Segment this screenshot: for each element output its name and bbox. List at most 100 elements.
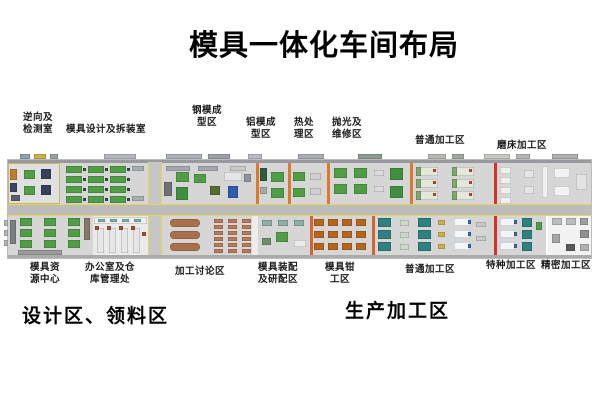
partition-wall (252, 216, 258, 255)
machine-block (228, 243, 237, 247)
machine-block (438, 232, 445, 237)
machine-block (127, 188, 130, 191)
machine-block (500, 177, 511, 184)
machine-block (170, 243, 200, 251)
label-reverse-inspection-room: 逆向及 检测室 (22, 112, 53, 135)
machine-block (452, 191, 474, 200)
machine-block (4, 240, 8, 246)
machine-block (271, 172, 284, 182)
page-title: 模具一体化车间布局 (188, 30, 459, 62)
machine-block (536, 222, 542, 230)
floor-plan (4, 154, 592, 259)
machine-block (400, 220, 409, 226)
machine-block (105, 198, 108, 201)
machine-block (132, 166, 144, 171)
machine-block (4, 230, 8, 236)
machine-block (500, 230, 515, 238)
machine-block (24, 186, 35, 195)
machine-block (242, 231, 251, 235)
partition-wall (310, 216, 313, 255)
machine-block (214, 225, 223, 229)
machine-block (98, 219, 105, 222)
machine-block (110, 166, 126, 173)
partition-wall (256, 163, 259, 204)
section-label-production-area: 生产加工区 (345, 301, 451, 322)
machine-block (110, 219, 117, 222)
machine-block (10, 183, 17, 192)
machine-block (356, 243, 366, 250)
machine-block (342, 231, 352, 238)
machine-block (314, 243, 324, 250)
machines-layer (4, 154, 591, 258)
machine-block (97, 228, 104, 253)
machine-block (428, 154, 446, 159)
machine-block (500, 242, 515, 250)
label-general-machining-zone-bottom: 普通加工区 (404, 264, 455, 275)
partition-wall (372, 216, 375, 255)
machine-block (170, 219, 200, 227)
machine-block (242, 237, 251, 241)
machine-block (4, 220, 8, 226)
machine-block (260, 168, 267, 181)
machine-block (94, 217, 147, 224)
machine-block (88, 176, 104, 183)
machine-block (68, 218, 80, 226)
machine-block (110, 176, 126, 183)
machine-block (228, 186, 238, 198)
machine-block (228, 237, 237, 241)
machine-block (400, 232, 409, 238)
machine-block (228, 249, 237, 253)
machine-block (132, 196, 144, 201)
label-office-warehouse: 办公室及仓 库管理处 (84, 262, 135, 285)
machine-block (580, 244, 589, 251)
machine-block (418, 230, 431, 239)
machine-block (294, 220, 304, 226)
machine-block (10, 220, 16, 244)
machine-block (416, 179, 438, 188)
machine-block (416, 167, 421, 176)
partition-wall (410, 163, 413, 204)
machine-block (468, 244, 471, 248)
machine-block (294, 240, 306, 247)
machine-block (500, 167, 511, 174)
machine-block (88, 196, 104, 203)
machine-block (358, 154, 382, 159)
machine-block (214, 237, 223, 241)
machine-block (566, 218, 576, 225)
label-steel-mold-forming-zone: 钢模成 型区 (191, 105, 222, 128)
machine-block (580, 218, 588, 225)
machine-block (133, 228, 140, 253)
machine-block (378, 218, 391, 227)
machine-block (390, 186, 403, 198)
machine-block (438, 244, 445, 249)
machine-block (83, 188, 86, 191)
machine-block (416, 191, 421, 200)
label-heat-treatment-zone: 热处 理区 (293, 117, 314, 140)
machine-block (10, 169, 17, 180)
machine-block (105, 188, 108, 191)
machine-block (354, 168, 367, 178)
machine-block (228, 219, 237, 223)
machine-block (242, 225, 251, 229)
machine-block (142, 232, 146, 236)
machine-block (310, 188, 321, 195)
machine-block (416, 191, 438, 200)
machine-block (107, 226, 111, 230)
machine-block (469, 169, 472, 172)
machine-block (328, 219, 338, 226)
machine-block (110, 196, 126, 203)
machine-block (24, 170, 35, 179)
machine-block (416, 179, 421, 188)
machine-block (484, 154, 510, 159)
machine-block (293, 172, 305, 181)
machine-block (378, 230, 391, 239)
machine-block (452, 154, 464, 159)
machine-block (514, 232, 517, 236)
machine-block (20, 218, 32, 226)
machine-block (468, 220, 471, 224)
machine-block (44, 229, 56, 237)
machine-block (328, 231, 338, 238)
machine-block (469, 193, 472, 196)
machine-block (418, 242, 431, 251)
